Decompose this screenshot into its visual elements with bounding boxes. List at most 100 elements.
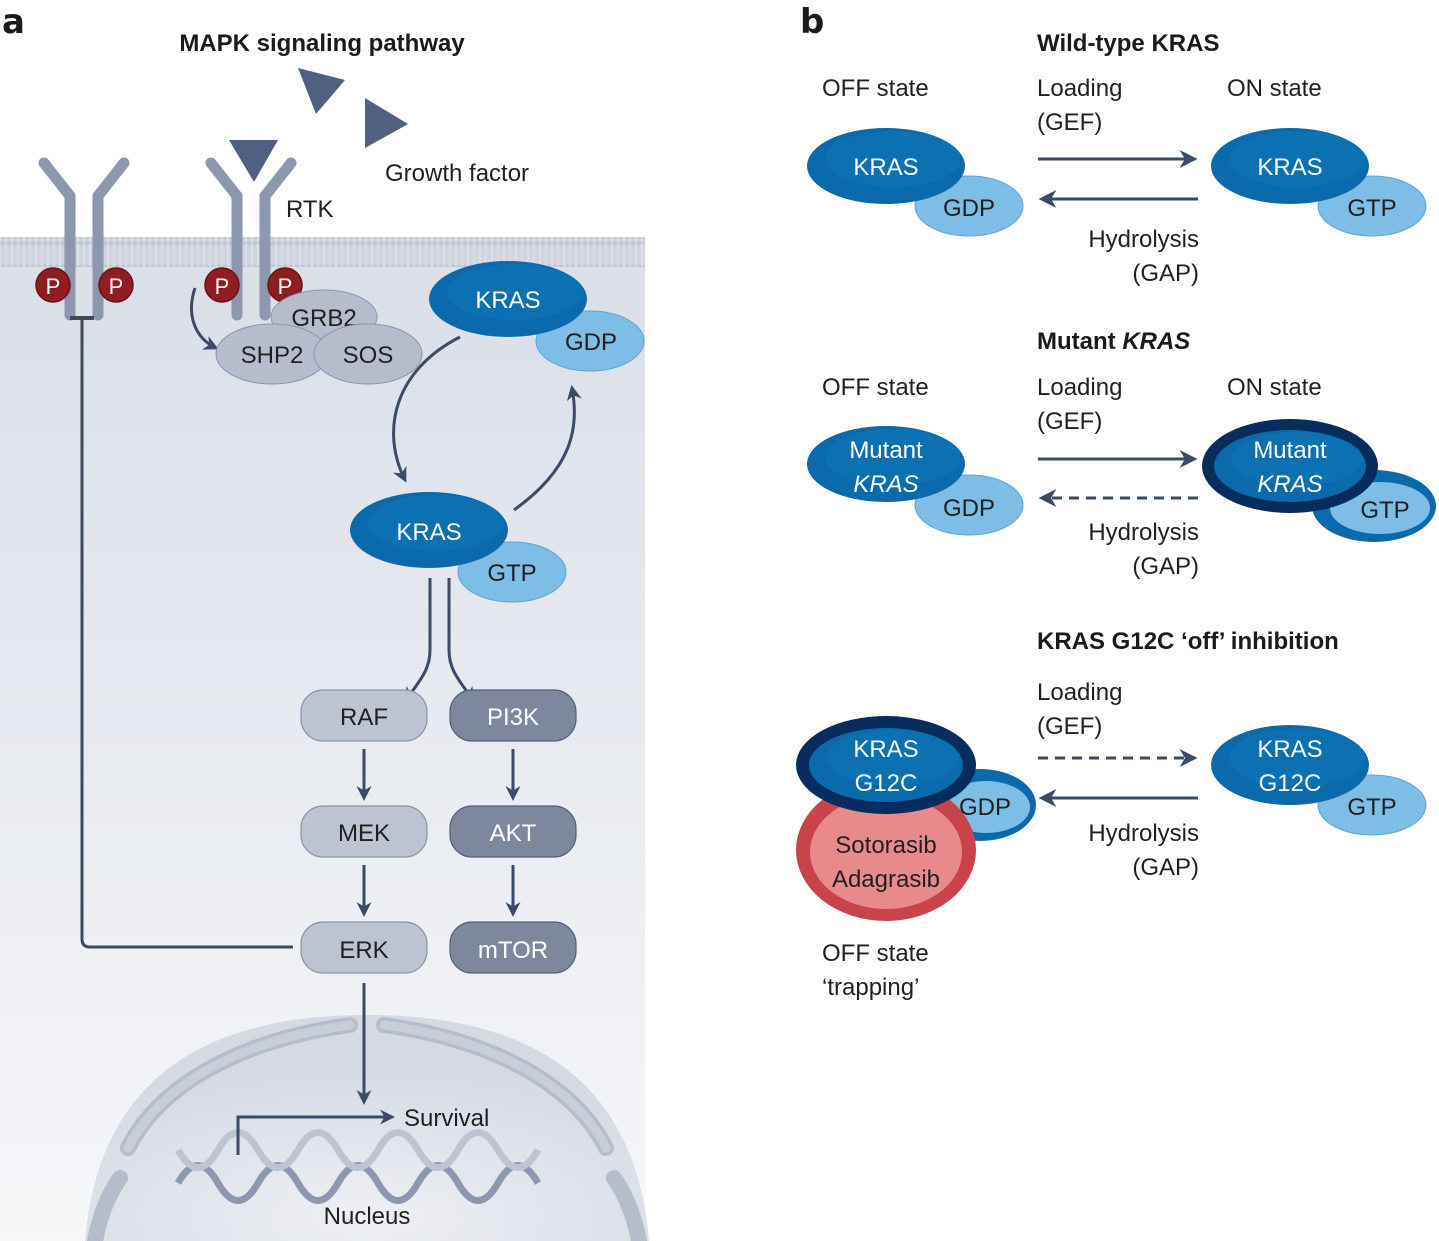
kras-g12c-on-complex: KRAS G12C GTP [1211,725,1427,836]
kras-label: KRAS [1257,154,1322,181]
hydrolysis-label: Hydrolysis [1088,226,1199,253]
receptor-rtk [205,157,297,321]
kras-label: KRAS [853,154,918,181]
raf-label: RAF [340,704,388,731]
sos-label: SOS [343,342,394,369]
trapping-label: ‘trapping’ [822,974,919,1001]
growth-factor-icon [365,98,408,148]
mutant-label: Mutant [1253,437,1327,464]
kras-on-complex: KRAS GTP [1211,128,1427,237]
section-mutant: Mutant KRAS OFF state Loading (GEF) ON s… [807,328,1436,580]
svg-text:P: P [278,274,293,299]
on-state-label: ON state [1227,374,1322,401]
erk-box [300,921,428,974]
nucleus-label: Nucleus [324,1203,411,1230]
rtk-label: RTK [286,196,334,223]
panel-b-letter: b [800,2,824,42]
gef-label: (GEF) [1037,109,1102,136]
gtp-label: GTP [1347,794,1396,821]
mtor-label: mTOR [478,937,548,964]
svg-text:P: P [46,274,61,299]
svg-text:P: P [109,274,124,299]
gef-label: (GEF) [1037,713,1102,740]
section-title: Mutant KRAS [1037,328,1190,355]
section-wild-type: Wild-type KRAS OFF state Loading (GEF) O… [807,30,1427,287]
recruitment-arrow [190,287,219,350]
receptor-left [38,157,130,321]
kras-label: KRAS [396,519,461,546]
mapk-branch: RAF MEK ERK [300,689,428,974]
mutant-label: Mutant [849,437,923,464]
akt-label: AKT [490,820,537,847]
section-title: KRAS G12C ‘off’ inhibition [1037,628,1339,655]
section-title: Wild-type KRAS [1037,30,1219,57]
mek-label: MEK [338,820,390,847]
g12c-label: G12C [1259,770,1322,797]
loading-label: Loading [1037,374,1122,401]
adaptor-complex: GRB2 SHP2 SOS [215,289,423,385]
panel-a-title: MAPK signaling pathway [179,30,465,57]
kras-gtp-complex: KRAS GTP [350,492,567,603]
gap-cycle-arrow [513,385,582,512]
survival-label: Survival [404,1105,489,1132]
mtor-box [449,921,577,974]
on-state-label: ON state [1227,75,1322,102]
growth-factor-icon [298,68,345,114]
gap-label: (GAP) [1132,854,1199,881]
gtp-label: GTP [1347,195,1396,222]
g12c-label: G12C [855,770,918,797]
off-state-label: OFF state [822,75,929,102]
erk-label: ERK [339,937,388,964]
phospho-icon: P [204,267,240,303]
loading-label: Loading [1037,679,1122,706]
sotorasib-label: Sotorasib [835,832,936,859]
panel-b: b Wild-type KRAS OFF state Loading (GEF)… [796,2,1436,1001]
adagrasib-label: Adagrasib [832,866,940,893]
panel-a-letter: a [2,2,25,42]
kras-label: KRAS [475,287,540,314]
growth-factor-icon [229,140,278,182]
hydrolysis-label: Hydrolysis [1088,820,1199,847]
svg-text:P: P [215,274,230,299]
mek-box [300,805,428,858]
mutant-kras-off-complex: Mutant KRAS GDP [807,426,1024,536]
kras-label: KRAS [1257,736,1322,763]
erk-feedback-inhibition-line [80,318,293,949]
section-g12c-inhibition: KRAS G12C ‘off’ inhibition Loading (GEF)… [796,628,1427,1001]
gtp-label: GTP [487,560,536,587]
akt-box [449,805,577,858]
kras-label: KRAS [853,471,918,498]
gdp-label: GDP [943,195,995,222]
shp2-label: SHP2 [241,342,304,369]
pi3k-label: PI3K [487,704,539,731]
kras-label: KRAS [853,736,918,763]
gdp-label: GDP [565,329,617,356]
gtp-label: GTP [1360,497,1409,524]
kras-label: KRAS [1257,471,1322,498]
gef-label: (GEF) [1037,408,1102,435]
off-state-label: OFF state [822,374,929,401]
phospho-groups: P P P P [35,267,303,303]
mutant-kras-on-complex: Mutant KRAS GTP [1202,419,1436,542]
growth-factor-icons [229,68,408,182]
kras-gdp-complex: KRAS GDP [429,261,645,372]
panel-a: a MAPK signaling pathway Growth factor R… [0,2,649,1241]
pi3k-branch: PI3K AKT mTOR [449,689,577,974]
gef-cycle-arrow [392,335,461,483]
pi3k-box [449,689,577,742]
transcription-arrow [236,1109,395,1155]
gap-label: (GAP) [1132,553,1199,580]
nucleus [85,1015,649,1241]
gdp-label: GDP [959,794,1011,821]
kras-g12c-off-inhibited-complex: KRAS G12C GDP Sotorasib Adagrasib [796,716,1036,921]
off-state-trapping-label: OFF state [822,940,929,967]
cell-membrane [0,237,645,267]
phospho-icon: P [35,267,71,303]
kras-off-complex: KRAS GDP [807,128,1024,237]
raf-box [300,689,428,742]
growth-factor-label: Growth factor [385,160,529,187]
loading-label: Loading [1037,75,1122,102]
gap-label: (GAP) [1132,260,1199,287]
gdp-label: GDP [943,495,995,522]
